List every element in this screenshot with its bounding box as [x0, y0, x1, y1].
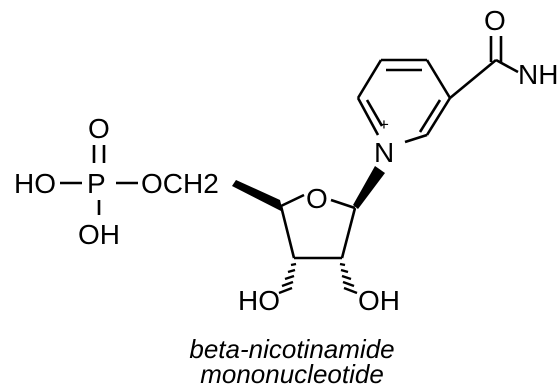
phosphate-oxygen-label: O: [88, 113, 110, 144]
positive-charge-label: +: [379, 115, 389, 134]
amide-nh2-label: NH2: [518, 59, 557, 90]
pyridinium-nitrogen-label: N: [374, 137, 394, 168]
ribose-ring: [279, 193, 357, 260]
n-glycosidic-wedge: [353, 166, 385, 209]
ch2-wedge: [232, 180, 283, 212]
pyridinium-ring: [356, 58, 452, 144]
hashed-oh-bonds: [278, 262, 358, 295]
oh-bottom-label: OH: [78, 219, 120, 250]
oh-2-label: OH: [358, 285, 400, 316]
phosphate-group: [60, 145, 138, 215]
ho-3-label: HO: [238, 285, 280, 316]
ho-left-label: HO: [14, 168, 56, 199]
molecule-name-line-2: mononucleotide: [200, 359, 384, 389]
amide-group: [449, 36, 519, 100]
phosphorus-label: P: [87, 168, 106, 199]
carbonyl-oxygen-label: O: [484, 5, 506, 36]
molecule-name-line-1: beta-nicotinamide: [189, 334, 394, 364]
och2-label: OCH2: [141, 168, 219, 199]
ribose-ring-oxygen-label: O: [306, 183, 328, 214]
